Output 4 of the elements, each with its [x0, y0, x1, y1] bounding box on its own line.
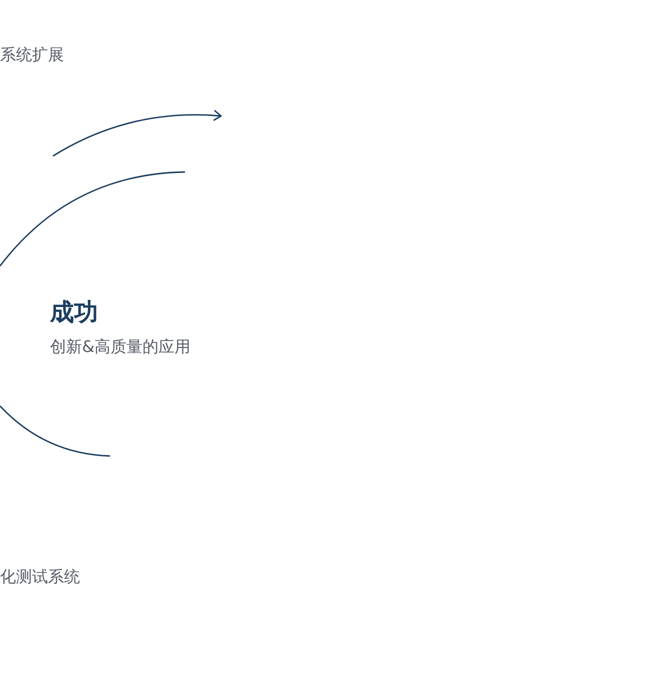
caption-text: 化测试系统: [0, 567, 80, 586]
caption-text: 系统扩展: [0, 45, 64, 64]
caption-text: 创新&高质量的应用: [50, 337, 190, 356]
heading: 成功: [50, 298, 98, 327]
